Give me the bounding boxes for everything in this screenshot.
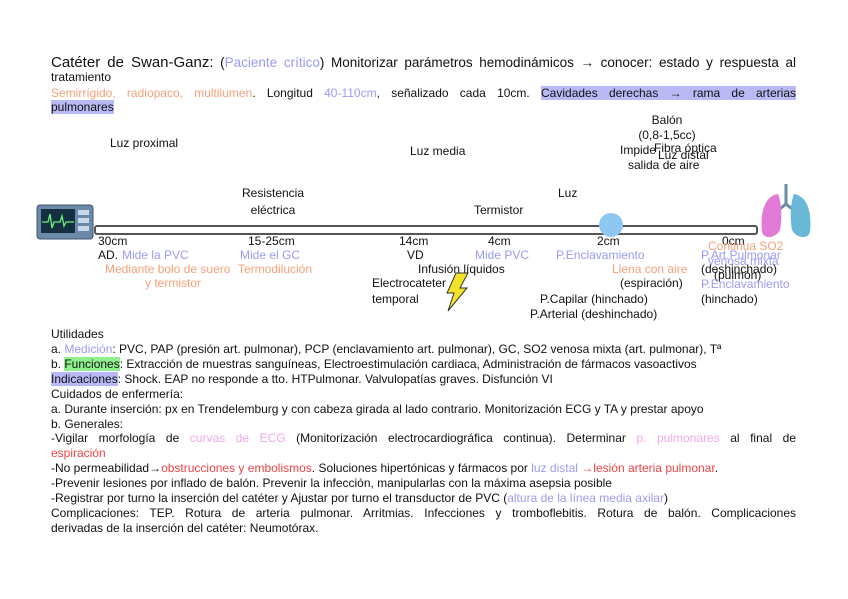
marker-15cm-desc: Mide el GC xyxy=(240,248,301,262)
marker-30cm-location: AD. xyxy=(98,248,119,262)
marker-30cm-sub-2: y termistor xyxy=(145,276,202,290)
marker-0cm: 0cm xyxy=(722,234,745,248)
label-termistor: Termistor xyxy=(474,203,524,217)
marker-0cm-deshinchado: (deshinchado) xyxy=(701,262,778,276)
cuidados-a: a. Durante inserción: px en Trendelembur… xyxy=(51,402,704,416)
complicaciones-line: Complicaciones: TEP. Rotura de arteria p… xyxy=(51,506,796,520)
title-line: Catéter de Swan-Ganz: (Paciente crítico)… xyxy=(51,54,796,71)
label-luz-distal: Luz distal xyxy=(658,148,709,162)
marker-0cm-enclav: P.Enclavamiento xyxy=(701,277,790,291)
label-luz-media: Luz media xyxy=(410,144,466,158)
label-fibra: Fibra óptica xyxy=(654,141,717,155)
marker-0cm-pulmon: (pulmón) xyxy=(714,268,762,282)
critical-patient-label: Paciente crítico xyxy=(224,55,320,70)
monitor-icon xyxy=(36,204,94,240)
marker-4cm-desc: Mide PVC xyxy=(475,248,530,262)
permeabilidad-line: -No permeabilidad→obstrucciones y emboli… xyxy=(51,461,719,475)
marker-14cm-electro: Electrocateter xyxy=(372,276,447,290)
label-luz-proximal: Luz proximal xyxy=(110,136,179,150)
title-line-2: tratamiento xyxy=(51,70,112,84)
label-impide: Impide xyxy=(620,143,657,157)
lightning-icon xyxy=(446,272,469,312)
marker-0cm-hinchado: (hinchado) xyxy=(701,292,758,306)
section-utilidades: Utilidades xyxy=(51,327,104,341)
label-resistencia: Resistencia xyxy=(241,186,305,200)
marker-30cm-sub: Mediante bolo de suero xyxy=(105,262,231,276)
page-title: Catéter de Swan-Ganz: xyxy=(51,54,214,71)
marker-0cm-ap: P.Art.Pulmonar xyxy=(701,248,781,262)
complicaciones-line-2: derivadas de la inserción del catéter: N… xyxy=(51,521,319,535)
vigilar-line-2: espiración xyxy=(51,446,106,460)
registrar-line: -Registrar por turno la inserción del ca… xyxy=(51,491,668,505)
marker-0cm-cont: Continua SO2 xyxy=(708,239,784,253)
lungs-icon xyxy=(761,184,811,238)
marker-4cm: 4cm xyxy=(488,234,511,248)
marker-0cm-venosa: venosa mixta xyxy=(708,254,779,268)
marker-15cm-sub: Termodilución xyxy=(238,262,313,276)
marker-14cm-electro-2: temporal xyxy=(372,292,419,306)
marker-2cm: 2cm xyxy=(597,234,620,248)
label-impide-2: salida de aire xyxy=(628,158,700,172)
vigilar-line: -Vigilar morfología de curvas de ECG (Mo… xyxy=(51,431,796,445)
cuidados-b: b. Generales: xyxy=(51,417,124,431)
marker-30cm: 30cm xyxy=(98,234,128,248)
label-electrica: eléctrica xyxy=(250,203,296,217)
marker-14cm: 14cm xyxy=(399,234,429,248)
marker-2cm-capilar: P.Capilar (hinchado) xyxy=(540,292,648,306)
label-balon-vol: (0,8-1,5cc) xyxy=(638,128,696,142)
item-indicaciones: Indicaciones: Shock. EAP no responde a t… xyxy=(51,372,553,386)
marker-2cm-air: Llena con aire xyxy=(612,262,688,276)
section-cuidados: Cuidados de enfermería: xyxy=(51,387,184,401)
props-line: Semirrígido, radiopaco, multilumen. Long… xyxy=(51,86,797,100)
catheter-body xyxy=(94,225,758,235)
marker-14cm-location: VD xyxy=(407,248,424,262)
item-medicion: a. Medición: PVC, PAP (presión art. pulm… xyxy=(51,342,722,356)
marker-2cm-desc: P.Enclavamiento xyxy=(556,248,645,262)
marker-15cm: 15-25cm xyxy=(248,234,295,248)
label-balon: Balón xyxy=(651,113,683,127)
item-funciones: b. Funciones: Extracción de muestras san… xyxy=(51,357,697,371)
catheter-balloon xyxy=(599,213,623,237)
prevenir-line: -Prevenir lesiones por inflado de balón.… xyxy=(51,476,612,490)
props-line-2: pulmonares xyxy=(51,100,114,114)
marker-14cm-sub: Infusión líquidos xyxy=(418,262,505,276)
marker-2cm-arterial: P.Arterial (deshinchado) xyxy=(530,307,658,321)
marker-30cm-desc: Mide la PVC xyxy=(122,248,189,262)
label-luz: Luz xyxy=(558,186,578,200)
marker-2cm-espiracion: (espiración) xyxy=(620,276,683,290)
